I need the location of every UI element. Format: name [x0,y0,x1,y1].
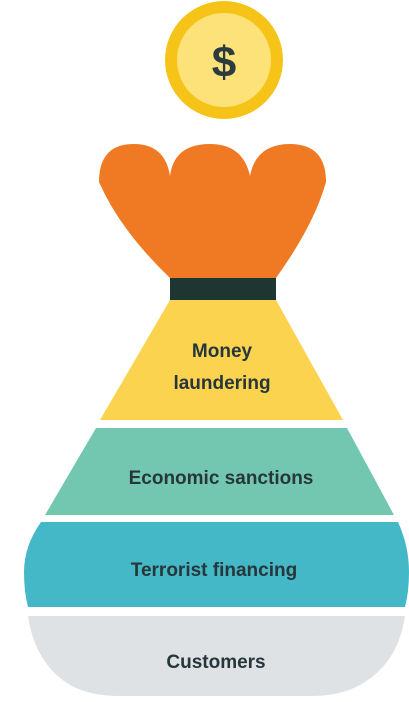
layer-money-laundering-shape [100,300,343,420]
bag-top-ruffle [99,144,326,278]
layer-money-laundering-label-line2: laundering [173,373,270,394]
dollar-sign-icon: $ [212,38,236,87]
layer-customers: Customers [28,616,405,696]
layer-money-laundering: Money laundering [100,300,343,420]
coin-icon: $ [165,1,283,119]
layer-terrorist-financing-shape [24,522,409,607]
layer-customers-label: Customers [166,652,265,673]
layer-money-laundering-label-line1: Money [192,341,253,362]
layer-terrorist-financing-label: Terrorist financing [131,560,297,581]
layer-customers-shape [28,616,405,696]
layer-economic-sanctions: Economic sanctions [45,428,394,515]
bag-top [99,144,326,278]
layer-terrorist-financing: Terrorist financing [24,522,409,607]
coin-inner [177,13,271,107]
layer-economic-sanctions-shape [45,428,394,515]
layer-economic-sanctions-label: Economic sanctions [129,468,314,489]
bag-tie [170,278,276,300]
